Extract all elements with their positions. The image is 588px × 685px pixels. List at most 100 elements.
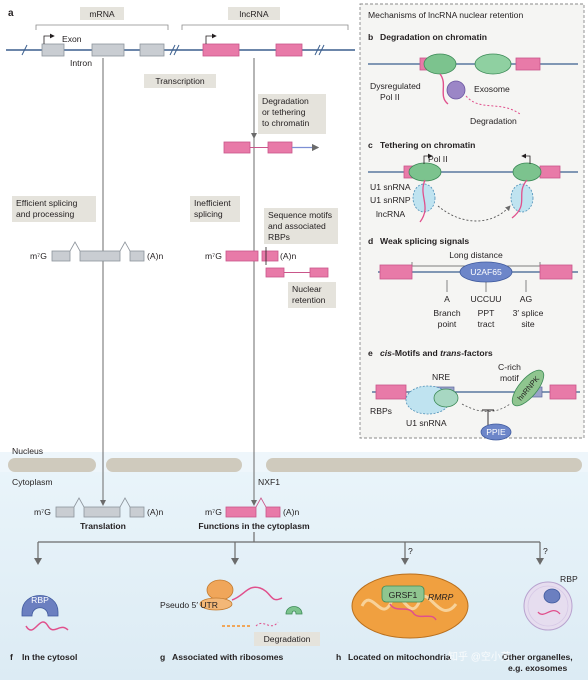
cyto-mrna-exon-1 bbox=[55, 506, 75, 518]
cyto-mrna-polya: (A)n bbox=[147, 507, 163, 517]
functions-cytoplasm-label: Functions in the cytoplasm bbox=[198, 521, 310, 531]
transcription-label: Transcription bbox=[155, 76, 205, 86]
mrna-cap: m⁷G bbox=[30, 251, 47, 261]
c-tss-left bbox=[423, 153, 433, 164]
mrna-spliced-exon-1 bbox=[51, 250, 71, 262]
panel-c-title: Tethering on chromatin bbox=[380, 140, 475, 150]
cyto-lncrna-exon-1 bbox=[225, 506, 257, 518]
mrna-exon-1 bbox=[41, 43, 65, 57]
nuclear-membrane bbox=[8, 458, 582, 472]
e-title-end: -factors bbox=[461, 348, 493, 358]
panel-c-letter: c bbox=[368, 140, 373, 150]
i-rbp bbox=[543, 588, 561, 604]
d-branch-line1: Branch bbox=[433, 308, 460, 318]
e-u1snrna-label: U1 snRNA bbox=[406, 418, 447, 428]
e-title-trans: trans bbox=[440, 348, 461, 358]
b-exon-2 bbox=[515, 57, 541, 71]
mrna-tag-label: mRNA bbox=[89, 9, 115, 19]
c-pol2-right bbox=[512, 162, 542, 182]
g-degraded-rna bbox=[255, 621, 279, 627]
intron-label: Intron bbox=[70, 58, 92, 68]
i-lncrna bbox=[537, 609, 561, 615]
panel-e-title: cis-Motifs and trans-factors bbox=[380, 348, 493, 358]
lncrna-tss-arrow bbox=[205, 33, 217, 44]
lncrna-polya: (A)n bbox=[280, 251, 296, 261]
mrna-spliced-exon-2 bbox=[79, 250, 121, 262]
lncrna-exon-2 bbox=[275, 43, 303, 57]
d-exon-2 bbox=[539, 264, 573, 280]
cyto-lncrna-polya: (A)n bbox=[283, 507, 299, 517]
e-crich-line2: motif bbox=[500, 373, 519, 383]
b-exosome-complex bbox=[474, 53, 512, 75]
c-tss-right bbox=[521, 153, 531, 164]
b-degraded-rna bbox=[465, 95, 521, 115]
panel-b-title: Degradation on chromatin bbox=[380, 32, 487, 42]
g-pseudo-utr: Pseudo 5′ UTR bbox=[160, 600, 218, 610]
mrna-polya: (A)n bbox=[147, 251, 163, 261]
function-branches bbox=[37, 532, 541, 560]
h-grsf1 bbox=[381, 585, 425, 603]
c-lncrna-left bbox=[419, 179, 426, 223]
lncrna-exon-1 bbox=[202, 43, 240, 57]
e-crich-line1: C-rich bbox=[498, 362, 521, 372]
d-ag: AG bbox=[520, 294, 533, 304]
mrna-gene-bracket bbox=[35, 24, 169, 30]
g-degradation-box bbox=[254, 632, 320, 646]
i-organelle bbox=[523, 581, 573, 631]
d-splice-line1: 3′ splice bbox=[513, 308, 544, 318]
inefficient-splicing-line2: splicing bbox=[194, 209, 223, 219]
panel-e-letter: e bbox=[368, 348, 373, 358]
i-label-line2: e.g. exosomes bbox=[508, 663, 567, 673]
c-exon-2 bbox=[539, 165, 561, 179]
degradation-tethering-box bbox=[258, 94, 326, 134]
e-hnrnpk bbox=[511, 369, 545, 407]
mrna-splice-junctions bbox=[69, 241, 131, 252]
degrading-exon-2 bbox=[267, 141, 293, 154]
mrna-tss-arrow bbox=[43, 33, 55, 44]
panel-d-letter: d bbox=[368, 236, 373, 246]
sequence-motifs-line1: Sequence motifs bbox=[268, 210, 332, 220]
sequence-motifs-line2: and associated bbox=[268, 221, 326, 231]
h-grsf1-label: GRSF1 bbox=[389, 590, 418, 600]
degrading-exon-1 bbox=[223, 141, 251, 154]
lncrna-exon-a bbox=[225, 250, 259, 262]
c-lncrna-label: lncRNA bbox=[376, 209, 405, 219]
e-rbps bbox=[433, 388, 459, 408]
e-exon-1 bbox=[375, 384, 407, 400]
c-u1snrna-label: U1 snRNA bbox=[370, 182, 411, 192]
cyto-lncrna-junction bbox=[255, 497, 267, 508]
sequence-motifs-box bbox=[264, 208, 338, 244]
e-title-cis: cis bbox=[380, 348, 392, 358]
i-organelle-inner bbox=[527, 585, 569, 627]
e-title-mid: -Motifs and bbox=[392, 348, 440, 358]
nucleus-label: Nucleus bbox=[12, 446, 43, 456]
g-label: Associated with ribosomes bbox=[172, 652, 283, 662]
mrna-tag bbox=[80, 7, 124, 20]
watermark: 知乎 @空小芳 bbox=[448, 650, 511, 663]
retained-exon-1 bbox=[265, 267, 285, 278]
i-rbp-label: RBP bbox=[560, 574, 578, 584]
h-mitochondrion bbox=[351, 573, 469, 639]
d-u2af65-label: U2AF65 bbox=[470, 267, 502, 277]
d-a: A bbox=[444, 294, 450, 304]
h-rmrp-rna bbox=[389, 603, 437, 621]
cyto-lncrna-exon-2 bbox=[265, 506, 281, 518]
f-lncrna bbox=[25, 621, 69, 631]
inefficient-splicing-line1: Inefficient bbox=[194, 198, 231, 208]
cyto-mrna-junctions bbox=[73, 497, 131, 508]
lncrna-gene-bracket bbox=[181, 24, 349, 30]
e-ppie-label: PPIE bbox=[486, 427, 506, 437]
b-degradation-label: Degradation bbox=[470, 116, 517, 126]
g-lncrna bbox=[231, 586, 283, 601]
lncrna-exon-b bbox=[261, 250, 279, 262]
lncrna-cap: m⁷G bbox=[205, 251, 222, 261]
d-branch-line2: point bbox=[438, 319, 457, 329]
b-rna-strand bbox=[439, 73, 449, 105]
degradation-tethering-line3: to chromatin bbox=[262, 118, 310, 128]
c-pol2-label: Pol II bbox=[428, 154, 448, 164]
question-i: ? bbox=[543, 546, 548, 556]
c-u1snrnp-label: U1 snRNP bbox=[370, 195, 411, 205]
d-ppt-line2: tract bbox=[478, 319, 495, 329]
panel-d-title: Weak splicing signals bbox=[380, 236, 469, 246]
